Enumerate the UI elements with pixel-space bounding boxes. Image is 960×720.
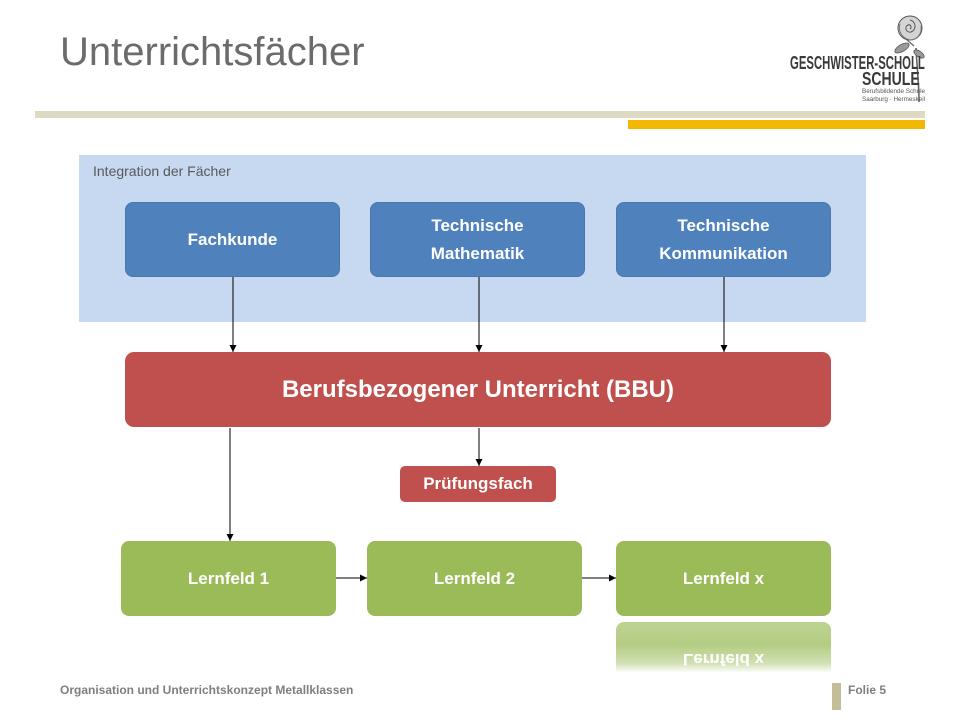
learning-field-label: Lernfeld 2 — [433, 568, 516, 588]
subject-box-fachkunde: Fachkunde — [125, 202, 340, 277]
header-rule — [35, 111, 925, 118]
header-accent-bar — [628, 120, 925, 129]
bbu-box: Berufsbezogener Unterricht (BBU) — [125, 352, 831, 427]
learning-field-box-x: Lernfeld x — [616, 541, 831, 616]
logo-name-line1: GESCHWISTER-SCHOLL — [790, 53, 925, 73]
footer-text: Organisation und Unterrichtskonzept Meta… — [60, 683, 354, 697]
learning-field-label: Lernfeld x — [682, 568, 765, 588]
learning-field-label: Lernfeld 1 — [187, 568, 270, 588]
learning-field-box-2: Lernfeld 2 — [367, 541, 582, 616]
subject-label: Technische Mathematik — [430, 215, 525, 263]
bbu-label: Berufsbezogener Unterricht (BBU) — [281, 375, 675, 403]
subject-box-technische-mathematik: Technische Mathematik — [370, 202, 585, 277]
logo-sub-line1: Berufsbildende Schule — [862, 88, 926, 95]
slide-number: Folie 5 — [848, 683, 887, 697]
subject-label: Technische Kommunikation — [659, 215, 788, 263]
logo-name-line2: SCHULE — [862, 69, 920, 89]
learning-field-x-reflection: Lernfeld x — [616, 622, 831, 697]
exam-subject-label: Prüfungsfach — [423, 474, 533, 493]
subject-label: Fachkunde — [187, 229, 278, 249]
reflection-fade — [616, 622, 831, 697]
subject-box-technische-kommunikation: Technische Kommunikation — [616, 202, 831, 277]
logo-sub-line2: Saarburg · Hermeskeil — [862, 96, 925, 103]
footer-divider-bar — [832, 683, 841, 710]
exam-subject-box: Prüfungsfach — [400, 466, 556, 502]
learning-field-box-1: Lernfeld 1 — [121, 541, 336, 616]
rose-logo-icon — [894, 15, 925, 103]
integration-panel-label: Integration der Fächer — [93, 163, 231, 179]
slide-title: Unterrichtsfächer — [60, 30, 365, 74]
